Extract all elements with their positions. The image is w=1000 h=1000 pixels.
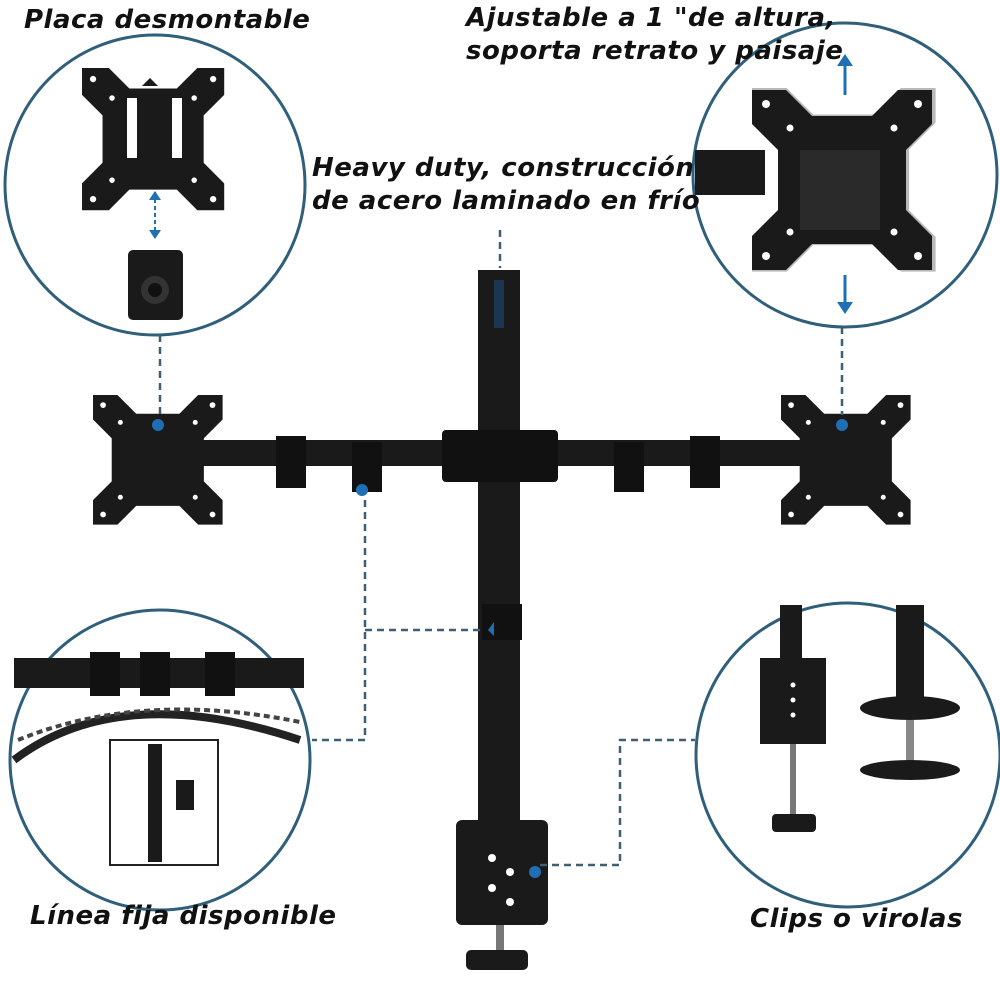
- cable-management-detail: [8, 608, 312, 912]
- detachable-plate-detail: [3, 33, 307, 337]
- heavy-duty-line1: Heavy duty, construcción: [312, 153, 695, 183]
- height-adjust-line1: Ajustable a 1 "de altura,: [466, 3, 836, 33]
- height-adjust-detail: [691, 21, 999, 329]
- detachable-plate-label: Placa desmontable: [24, 5, 311, 35]
- cable-line-label: Línea fija disponible: [30, 901, 337, 931]
- dual-monitor-mount: [93, 270, 911, 970]
- heavy-duty-label: Heavy duty, construcción de acero lamina…: [312, 152, 700, 217]
- callout-leaders: [158, 230, 844, 867]
- height-adjust-label: Ajustable a 1 "de altura, soporta retrat…: [466, 2, 843, 67]
- clips-label: Clips o virolas: [750, 904, 963, 934]
- height-adjust-line2: soporta retrato y paisaje: [466, 35, 844, 66]
- heavy-duty-line2: de acero laminado en frío: [312, 185, 701, 216]
- mounting-options-detail: [694, 601, 1000, 909]
